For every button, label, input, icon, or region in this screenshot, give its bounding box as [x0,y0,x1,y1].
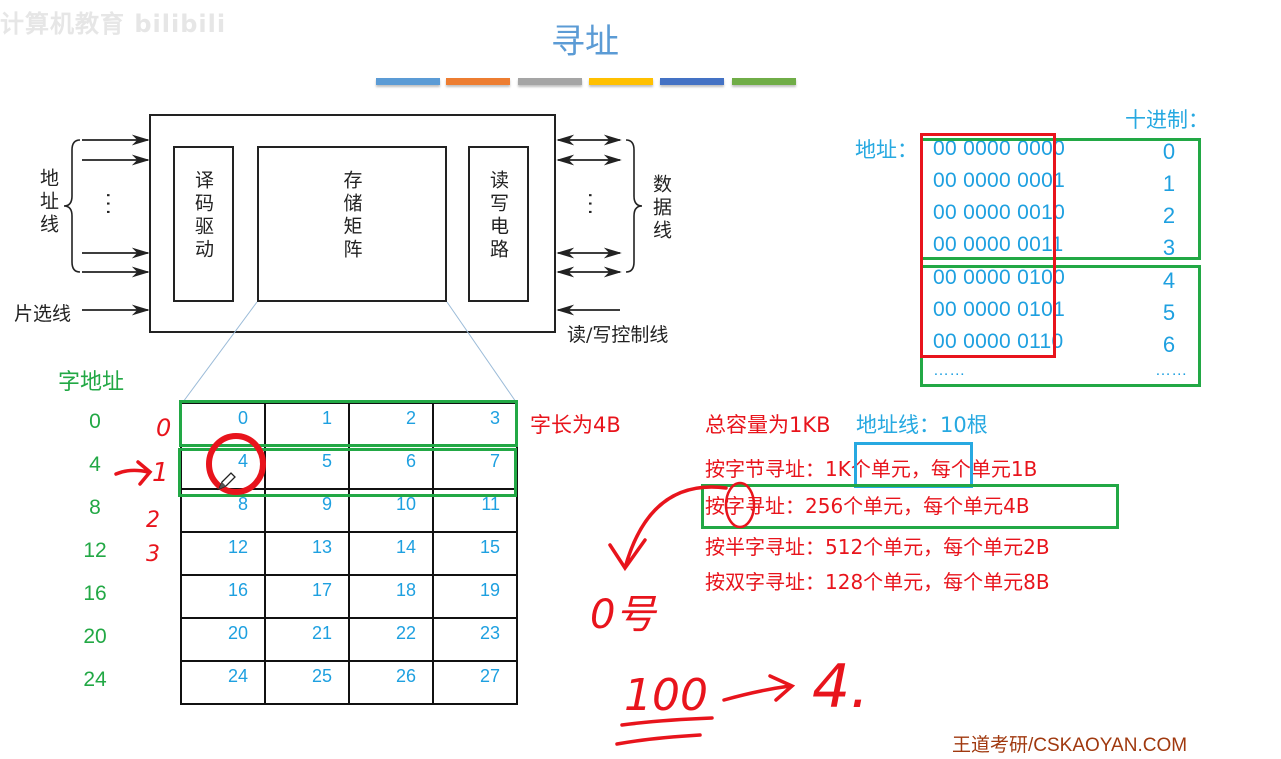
byte-cell: 12 [180,531,266,576]
binary-address: 00 0000 0001 [933,169,1066,192]
rw-circuit-label: 读写电路 [487,170,509,262]
word-address: 4 [89,453,101,476]
decimal-value: 3 [1162,235,1176,260]
color-bar-darkblue [660,78,724,85]
pen-cursor-icon [217,472,236,491]
decimal-value: 0 [1162,139,1176,164]
color-bar-green [732,78,796,85]
byte-addressing-line: 按字节寻址：1K个单元，每个单元1B [705,453,1037,482]
byte-cell: 17 [264,574,350,619]
table-row: 4 5 6 7 [180,445,518,490]
word-address: 0 [89,410,101,433]
byte-cell: 13 [264,531,350,576]
circle-highlight-icon [206,433,266,495]
decimal-value: 4 [1162,268,1176,293]
decimal-value: 1 [1162,171,1176,196]
binary-address: 00 0000 0100 [933,266,1066,289]
chip-outline [149,114,556,333]
color-bar-blue [376,78,440,85]
binary-address: 00 0000 0011 [933,233,1064,256]
decimal-value: 6 [1162,332,1176,357]
word-length-label: 字长为4B [530,413,621,437]
byte-cell: 21 [264,617,350,662]
calc-right-value: 4. [812,652,870,722]
color-bar-orange [446,78,510,85]
byte-cell: 26 [348,660,434,705]
word-address: 8 [89,496,101,519]
byte-cell: 23 [432,617,518,662]
table-row: 12 13 14 15 [180,531,518,576]
byte-cell: 25 [264,660,350,705]
word-address-bits-box [920,133,1056,358]
unit-number-note: 0号 [590,592,656,638]
byte-cell: 20 [180,617,266,662]
storage-matrix-block: 存储矩阵 [257,146,447,302]
color-bar-gray [518,78,582,85]
data-lines-label: 数据线 [650,174,672,243]
decimal-value: 5 [1162,300,1176,325]
address-lines-label: 地址线 [37,168,59,237]
binary-address: 00 0000 0000 [933,137,1066,160]
byte-cell: 14 [348,531,434,576]
address-lines-text: 地址线：10根 [856,413,988,437]
color-bar-yellow [589,78,653,85]
byte-cell: 2 [348,402,434,447]
storage-matrix-label: 存储矩阵 [340,170,363,262]
byte-grid-table: 0 1 2 3 4 5 6 7 8 9 10 11 12 13 14 15 16… [180,402,518,705]
word-address: 16 [83,582,107,605]
byte-cell: 5 [264,445,350,490]
capacity-text: 总容量为1KB [705,413,831,437]
word1-highlight-box [178,448,517,497]
word-addressing-highlight-box [701,484,1119,529]
word-address: 20 [83,625,107,648]
table-row: 20 21 22 23 [180,617,518,662]
curved-arrow-icon [608,485,728,572]
address-header: 地址： [855,138,918,162]
row-index: 1 [152,458,169,488]
byte-cell: 16 [180,574,266,619]
byte-cell: 24 [180,660,266,705]
watermark-logo: 计算机教育 bilibili [0,10,227,38]
rw-circuit-block: 读写电路 [468,146,529,302]
binary-address: 00 0000 0110 [933,330,1064,353]
decoder-block: 译码驱动 [173,146,234,302]
word-address: 12 [83,539,107,562]
word-address-title: 字地址 [58,370,125,395]
halfword-addressing-line: 按半字寻址：512个单元，每个单元2B [705,535,1050,559]
decoder-label: 译码驱动 [192,170,214,262]
chip-select-label: 片选线 [14,303,72,325]
byte-cell: 15 [432,531,518,576]
table-row: 16 17 18 19 [180,574,518,619]
byte-cell: 27 [432,660,518,705]
binary-address: 00 0000 0010 [933,201,1066,224]
chip-connection-lines [63,134,643,403]
byte-cell: 18 [348,574,434,619]
word0-highlight-box [179,400,518,447]
binary-address: 00 0000 0101 [933,298,1066,321]
byte-addressing-rest: ，每个单元1B [910,457,1038,481]
word-address: 24 [83,668,107,691]
decimal-header: 十进制： [1125,108,1209,132]
footer-brand: 王道考研/CSKAOYAN.COM [952,735,1188,756]
doubleword-addressing-line: 按双字寻址：128个单元，每个单元8B [705,570,1050,594]
arrow-right-icon [722,674,796,702]
arrow-right-icon [114,460,153,486]
ellipsis-right: …… [1155,362,1188,379]
rw-control-label: 读/写控制线 [567,324,669,346]
row-index: 0 [156,414,172,442]
row-index: 2 [146,508,160,533]
row-index: 3 [146,542,160,567]
byte-cell: 22 [348,617,434,662]
byte-addressing-units: 1K个单元 [825,457,911,481]
table-row: 24 25 26 27 [180,660,518,705]
byte-cell: 6 [348,445,434,490]
word-addressing-line: 按字寻址：256个单元，每个单元4B [705,494,1030,518]
byte-addressing-prefix: 按字节寻址： [705,457,825,481]
slide-title: 寻址 [551,22,619,62]
byte-cell: 19 [432,574,518,619]
decimal-value: 2 [1162,203,1176,228]
calc-left-value: 100 [624,670,708,721]
ellipsis-left: …… [933,362,966,379]
